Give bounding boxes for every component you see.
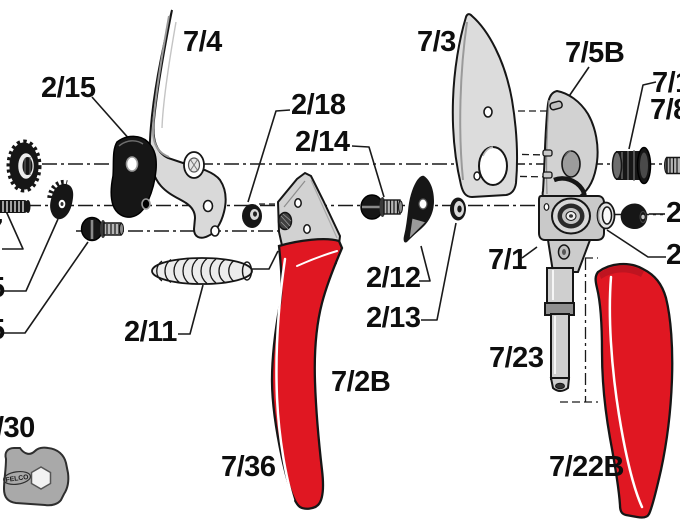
blade-pivot-hole bbox=[478, 146, 508, 186]
cutting-blade-part bbox=[451, 13, 518, 199]
part-label-7-1: 7/1 bbox=[488, 244, 527, 276]
leader-spring-seat bbox=[250, 250, 279, 270]
part-label-7-36: 7/36 bbox=[221, 451, 276, 483]
right-handle-head-part bbox=[538, 89, 605, 392]
leader-edge-left-3 bbox=[2, 241, 89, 334]
part-label-7-2b: 7/2B bbox=[331, 366, 391, 398]
adjustment-plate-part bbox=[110, 135, 157, 218]
part-label-edge-left-c: 5 bbox=[0, 316, 5, 345]
left-grip bbox=[270, 238, 344, 510]
plate-hole bbox=[125, 156, 139, 172]
part-label-7-22b: 7/22B bbox=[549, 451, 624, 483]
counter-blade-part bbox=[148, 9, 227, 239]
adjustment-screw-part bbox=[80, 216, 124, 242]
hex-hole bbox=[30, 466, 52, 490]
part-label-7-4: 7/4 bbox=[183, 26, 222, 58]
part-label-2-12: 2/12 bbox=[366, 262, 421, 294]
cap-nut-part bbox=[620, 203, 648, 229]
part-label-tool-30: /30 bbox=[0, 412, 35, 444]
leader-edge-left-2 bbox=[2, 218, 59, 292]
shaft-upper bbox=[546, 267, 574, 307]
toothed-cam-part bbox=[47, 179, 74, 220]
part-label-edge-right-washer: 2 bbox=[666, 239, 680, 271]
wrench-tool-part: FELCO bbox=[2, 446, 70, 507]
leader-2-14 bbox=[351, 145, 385, 198]
part-label-edge-right-top: 7/1 bbox=[652, 67, 680, 99]
leader-pivot-washer bbox=[606, 229, 666, 258]
leader-2-15 bbox=[91, 96, 132, 142]
cam-insert-part bbox=[403, 175, 434, 243]
bushing-part bbox=[611, 146, 652, 185]
leader-7-1 bbox=[521, 246, 538, 259]
left-handle-part bbox=[270, 171, 344, 510]
part-label-2-18: 2/18 bbox=[291, 89, 346, 121]
peg-align-dash-2 bbox=[497, 175, 551, 178]
washer-part bbox=[450, 197, 466, 221]
leader-2-18 bbox=[247, 109, 291, 203]
adjuster-gear-part bbox=[6, 139, 42, 193]
leader-2-13 bbox=[421, 222, 457, 321]
part-label-7-5b: 7/5B bbox=[565, 37, 625, 69]
shaft-rod bbox=[550, 313, 570, 380]
stud-part bbox=[664, 156, 680, 175]
right-grip bbox=[594, 262, 674, 519]
part-label-2-14: 2/14 bbox=[295, 126, 350, 158]
part-label-edge-right-second: 7/8 bbox=[650, 94, 680, 126]
felco-logo-text: FELCO bbox=[5, 474, 29, 484]
alignment-dashes bbox=[259, 110, 598, 403]
part-label-edge-left-b: 5 bbox=[0, 274, 5, 303]
leader-edge-left-1 bbox=[2, 210, 24, 250]
head-recess bbox=[561, 150, 581, 178]
pivot-washer-part bbox=[596, 201, 616, 230]
tension-spring-part bbox=[0, 200, 31, 213]
leader-2-12 bbox=[419, 245, 431, 282]
leader-2-11 bbox=[178, 284, 204, 335]
part-label-edge-right-nut: 2 bbox=[666, 197, 680, 229]
felco-logo-oval bbox=[3, 470, 31, 486]
part-label-2-13: 2/13 bbox=[366, 302, 421, 334]
part-label-edge-left-a: 7 bbox=[0, 216, 3, 245]
volute-spring-part bbox=[151, 257, 253, 285]
part-label-7-23: 7/23 bbox=[489, 342, 544, 374]
part-label-2-15: 2/15 bbox=[41, 72, 96, 104]
locating-pin bbox=[549, 100, 563, 111]
peg-align-dash-1 bbox=[499, 153, 549, 156]
part-label-2-11: 2/11 bbox=[124, 316, 177, 348]
leader-bushing bbox=[628, 81, 657, 150]
part-label-7-3: 7/3 bbox=[417, 26, 456, 58]
o-ring-part bbox=[242, 204, 262, 228]
pivot-bolt-part bbox=[360, 194, 403, 220]
